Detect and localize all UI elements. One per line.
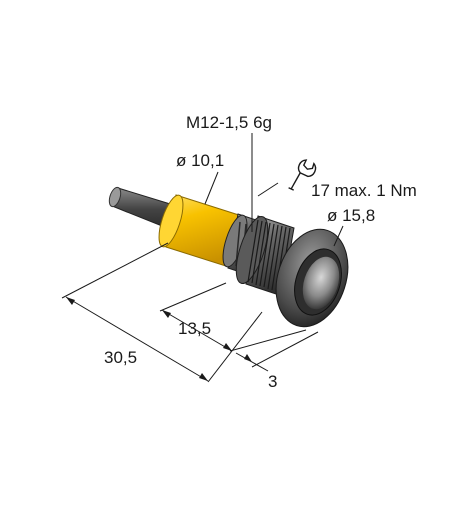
wrench-icon: [288, 159, 317, 191]
dimension-lines: [61, 133, 344, 383]
sensor-lens: [302, 256, 340, 310]
yellow-sleeve: [158, 194, 243, 269]
body-diameter-label: ø 10,1: [176, 151, 224, 170]
body-diameter-leader-line: [204, 171, 219, 205]
thread-label: M12-1,5 6g: [186, 113, 272, 132]
head-height-label: 3: [268, 372, 277, 391]
head-diameter-label: ø 15,8: [327, 206, 375, 225]
thread-length-dimension: [161, 309, 233, 352]
sensor-body: [108, 186, 349, 328]
wrench-torque-label: 17 max. 1 Nm: [311, 181, 417, 200]
sensor-head: [275, 228, 349, 328]
thread-length-label: 13,5: [178, 319, 211, 338]
wrench-leader-line: [257, 182, 279, 197]
total-length-label: 30,5: [104, 348, 137, 367]
total-length-dimension: [65, 296, 209, 382]
head-diameter-leader-line: [333, 225, 344, 247]
